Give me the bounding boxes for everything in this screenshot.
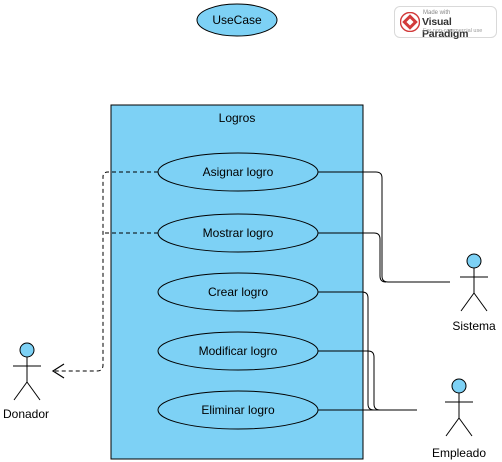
watermark-made-with: Made with bbox=[423, 10, 451, 16]
use-case-crear-logro[interactable]: Crear logro bbox=[157, 272, 319, 312]
actor-sistema[interactable]: Sistema bbox=[452, 253, 496, 333]
diagram-title-text: UseCase bbox=[212, 13, 262, 27]
use-case-modificar-logro[interactable]: Modificar logro bbox=[157, 331, 319, 371]
associations bbox=[318, 171, 450, 411]
actor-empleado[interactable]: Empleado bbox=[432, 378, 486, 460]
diagram-title[interactable]: UseCase bbox=[196, 3, 278, 37]
arrowhead-donador bbox=[51, 363, 65, 379]
use-case-eliminar-logro[interactable]: Eliminar logro bbox=[157, 390, 319, 430]
line-mostrar-sistema bbox=[318, 232, 387, 283]
visual-paradigm-badge: Made with Visual Paradigm For non-commer… bbox=[394, 6, 497, 40]
use-case-label: Asignar logro bbox=[203, 165, 274, 179]
use-case-label: Modificar logro bbox=[199, 344, 278, 358]
dashed-asignar-donador bbox=[55, 171, 158, 372]
use-case-asignar-logro[interactable]: Asignar logro bbox=[157, 152, 319, 192]
actor-donador[interactable]: Donador bbox=[3, 342, 49, 421]
visual-paradigm-logo-icon bbox=[400, 12, 420, 32]
use-case-label: Mostrar logro bbox=[203, 226, 274, 240]
actor-label: Sistema bbox=[452, 319, 496, 333]
actor-label: Donador bbox=[3, 407, 49, 421]
use-case-label: Crear logro bbox=[208, 285, 268, 299]
use-case-mostrar-logro[interactable]: Mostrar logro bbox=[157, 213, 319, 253]
dependencies bbox=[55, 171, 158, 372]
watermark-brand: Visual Paradigm bbox=[422, 16, 469, 40]
watermark-note: For non-commercial use bbox=[423, 28, 483, 34]
use-case-label: Eliminar logro bbox=[201, 403, 275, 417]
actor-label: Empleado bbox=[432, 446, 486, 460]
system-boundary-label: Logros bbox=[219, 111, 256, 125]
line-modificar-empleado bbox=[318, 350, 381, 411]
